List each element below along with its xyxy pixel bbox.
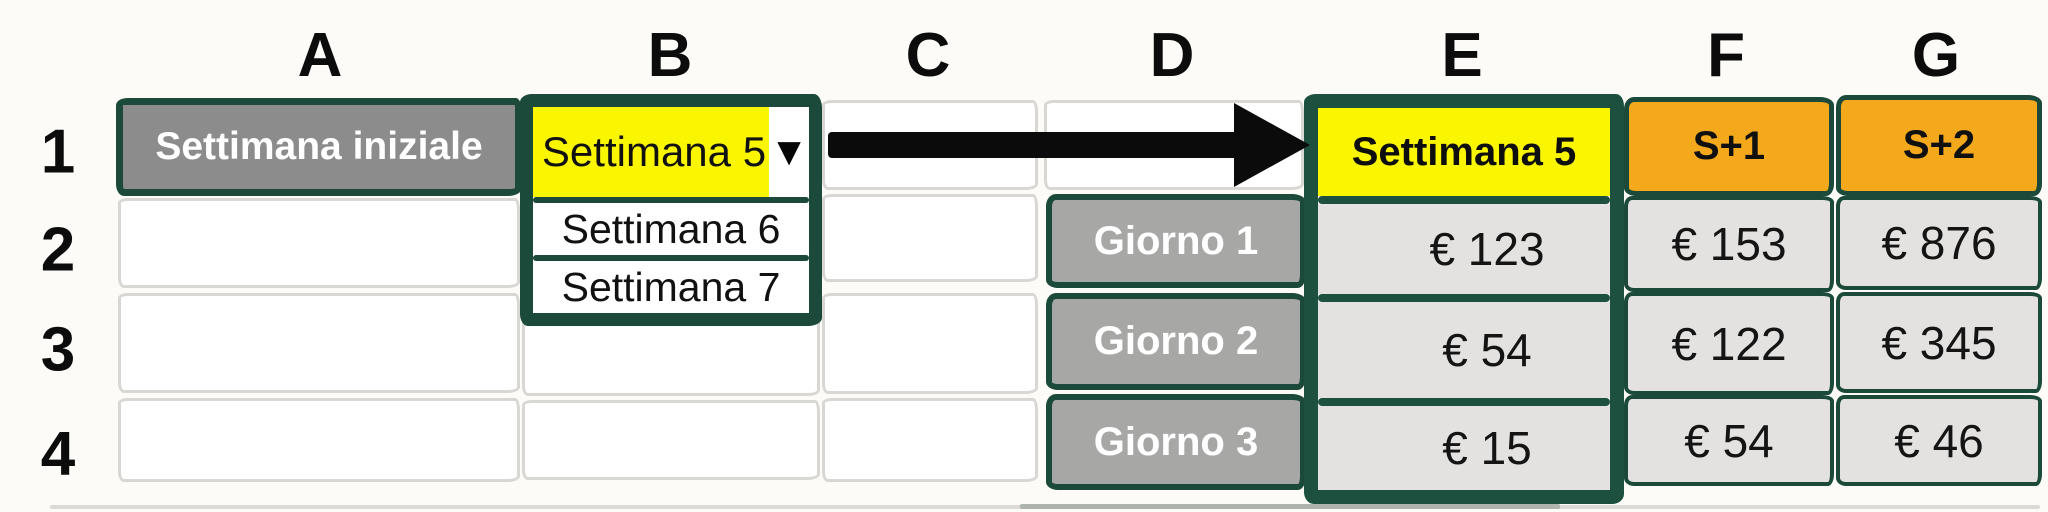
cell-c3-empty[interactable] bbox=[822, 293, 1038, 394]
cell-c2-empty[interactable] bbox=[822, 194, 1038, 282]
cell-f4-value[interactable]: € 54 bbox=[1624, 395, 1834, 486]
cell-divider bbox=[1318, 196, 1610, 204]
column-letter-e: E bbox=[1441, 21, 1483, 90]
row-number-3: 3 bbox=[40, 315, 76, 385]
arrow-head-icon bbox=[1234, 103, 1310, 187]
cell-e2-value[interactable]: € 123 bbox=[1318, 204, 1610, 294]
week-dropdown-selected-label: Settimana 5 bbox=[533, 107, 775, 197]
cell-a3-empty[interactable] bbox=[118, 293, 520, 393]
cell-g3-value[interactable]: € 345 bbox=[1836, 292, 2042, 393]
column-letter-a: A bbox=[297, 21, 343, 90]
cell-a1-initial-week[interactable]: Settimana iniziale bbox=[116, 98, 522, 196]
week-dropdown-option-settimana-6[interactable]: Settimana 6 bbox=[533, 203, 809, 255]
cell-f3-value[interactable]: € 122 bbox=[1624, 292, 1834, 395]
cell-d3-day-label[interactable]: Giorno 2 bbox=[1046, 293, 1306, 390]
cell-d4-day-label[interactable]: Giorno 3 bbox=[1046, 394, 1306, 490]
column-letter-f: F bbox=[1707, 21, 1745, 90]
cell-g2-value[interactable]: € 876 bbox=[1836, 196, 2042, 290]
week-dropdown-option-settimana-7[interactable]: Settimana 7 bbox=[533, 261, 809, 313]
cell-f1-plus1-header[interactable]: S+1 bbox=[1624, 97, 1834, 196]
column-letter-c: C bbox=[905, 21, 951, 90]
cell-e4-value[interactable]: € 15 bbox=[1318, 406, 1610, 490]
row-number-2: 2 bbox=[40, 215, 76, 285]
cell-e3-value[interactable]: € 54 bbox=[1318, 302, 1610, 398]
arrow-line bbox=[828, 132, 1238, 158]
cell-c4-empty[interactable] bbox=[822, 398, 1038, 482]
selected-week-column: Settimana 5 € 123 € 54 € 15 bbox=[1304, 94, 1624, 504]
cell-g4-value[interactable]: € 46 bbox=[1836, 395, 2042, 486]
column-letter-g: G bbox=[1911, 21, 1961, 90]
cell-b4-empty[interactable] bbox=[522, 400, 820, 480]
dropdown-divider bbox=[533, 255, 809, 261]
cell-f2-value[interactable]: € 153 bbox=[1624, 196, 1834, 292]
dropdown-divider bbox=[533, 197, 809, 203]
week-dropdown-selected[interactable]: Settimana 5 ▼ bbox=[533, 107, 809, 197]
row-number-4: 4 bbox=[40, 419, 76, 489]
cell-e1-week-header[interactable]: Settimana 5 bbox=[1318, 108, 1610, 196]
column-letter-b: B bbox=[647, 21, 693, 90]
cell-a2-empty[interactable] bbox=[118, 198, 520, 288]
row-number-1: 1 bbox=[40, 117, 76, 187]
cell-g1-plus2-header[interactable]: S+2 bbox=[1836, 95, 2042, 196]
week-dropdown[interactable]: Settimana 5 ▼ Settimana 6 Settimana 7 bbox=[520, 94, 822, 326]
cell-divider bbox=[1318, 398, 1610, 406]
column-letter-d: D bbox=[1149, 21, 1195, 90]
bottom-grid-line-dark bbox=[1020, 504, 1560, 509]
cell-d2-day-label[interactable]: Giorno 1 bbox=[1046, 194, 1306, 288]
cell-a4-empty[interactable] bbox=[118, 398, 520, 482]
cell-divider bbox=[1318, 294, 1610, 302]
dropdown-caret-icon[interactable]: ▼ bbox=[769, 107, 809, 197]
